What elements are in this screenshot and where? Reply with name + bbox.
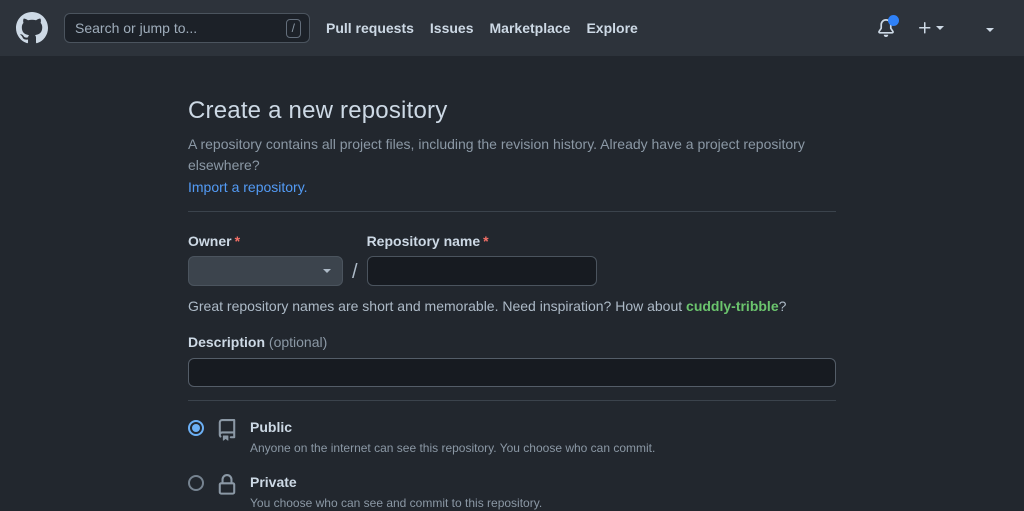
repo-name-label: Repository name* (366, 233, 489, 249)
private-option-description: You choose who can see and commit to thi… (250, 496, 543, 510)
create-new-dropdown[interactable] (917, 20, 944, 36)
description-field: Description (optional) (188, 334, 836, 387)
public-option-text: Public Anyone on the internet can see th… (250, 418, 655, 456)
required-asterisk: * (234, 233, 241, 249)
public-radio[interactable] (188, 420, 204, 436)
required-asterisk: * (483, 233, 489, 249)
page-subtitle: A repository contains all project files,… (188, 136, 805, 173)
search-box[interactable]: / (64, 13, 310, 43)
visibility-option-private[interactable]: Private You choose who can see and commi… (188, 473, 836, 511)
visibility-option-public[interactable]: Public Anyone on the internet can see th… (188, 418, 836, 456)
description-input[interactable] (188, 358, 836, 387)
nav-pull-requests[interactable]: Pull requests (326, 20, 414, 36)
name-suggestion: Great repository names are short and mem… (188, 298, 787, 314)
public-option-description: Anyone on the internet can see this repo… (250, 441, 656, 455)
notifications-button[interactable] (877, 15, 899, 37)
search-input[interactable] (73, 19, 286, 37)
owner-select[interactable] (188, 256, 343, 286)
chevron-down-icon (936, 26, 944, 30)
import-repository-link[interactable]: Import a repository. (188, 179, 308, 195)
suggested-repo-name[interactable]: cuddly-tribble (686, 298, 779, 314)
owner-repo-separator: / (352, 261, 358, 283)
account-menu-dropdown[interactable] (980, 13, 1000, 43)
private-option-text: Private You choose who can see and commi… (250, 473, 542, 511)
nav-marketplace[interactable]: Marketplace (489, 20, 571, 36)
public-option-title: Public (250, 419, 293, 435)
main-nav: Pull requests Issues Marketplace Explore (326, 20, 638, 36)
divider (188, 400, 836, 401)
optional-note: (optional) (268, 334, 328, 350)
nav-explore[interactable]: Explore (586, 20, 638, 36)
private-radio[interactable] (188, 475, 204, 491)
chevron-down-icon (986, 28, 994, 32)
owner-repo-row: Owner* / Repository name* (188, 233, 836, 286)
divider (188, 211, 836, 212)
owner-field: Owner* (188, 233, 343, 286)
top-header: / Pull requests Issues Marketplace Explo… (0, 0, 1024, 56)
repo-name-input[interactable] (366, 256, 597, 286)
github-logo-icon[interactable] (16, 12, 48, 44)
lock-icon (216, 474, 238, 496)
header-right (877, 13, 1008, 43)
plus-icon (919, 22, 931, 34)
visibility-options: Public Anyone on the internet can see th… (188, 418, 836, 511)
create-repository-form: Create a new repository A repository con… (188, 56, 836, 511)
repo-name-field: Repository name* (366, 233, 597, 286)
chevron-down-icon (323, 269, 331, 273)
page-title: Create a new repository (188, 97, 448, 124)
nav-issues[interactable]: Issues (429, 20, 474, 36)
repo-book-icon (216, 419, 238, 441)
unread-notification-dot (888, 15, 899, 26)
owner-label: Owner* (188, 233, 241, 249)
slash-key-hint: / (285, 18, 301, 38)
private-option-title: Private (250, 474, 297, 490)
description-label: Description (optional) (188, 334, 328, 350)
